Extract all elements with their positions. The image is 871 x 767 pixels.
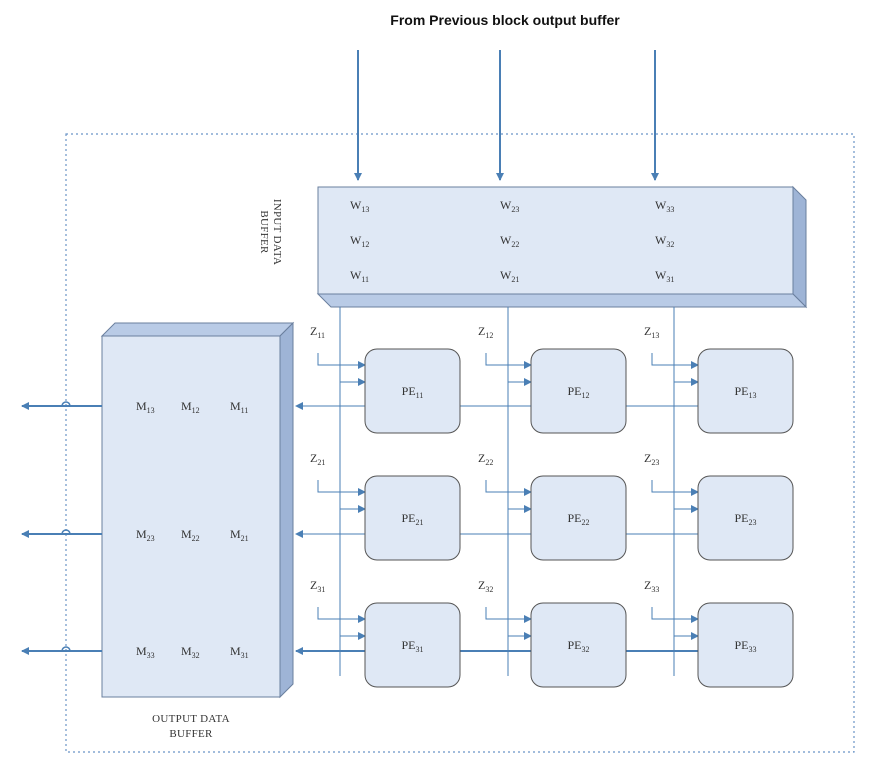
pe-32: PE32 — [530, 602, 627, 688]
weight-w11: W11 — [350, 268, 369, 284]
pe-label-21: PE21 — [401, 511, 423, 527]
border-hop-2 — [61, 529, 71, 535]
weight-w12: W12 — [350, 233, 369, 249]
weight-w23: W23 — [500, 198, 519, 214]
pe-input-z-23 — [651, 480, 699, 496]
pe-input-z-32 — [485, 607, 532, 623]
output-m32: M32 — [181, 644, 200, 660]
input-buffer-bottom — [316, 293, 808, 308]
output-buffer-side — [279, 321, 294, 699]
output-data-buffer — [100, 321, 295, 699]
z-label-32: Z32 — [478, 578, 493, 594]
pe-box-21 — [364, 475, 461, 561]
pe-11: PE11 — [364, 348, 461, 434]
pe-input-z-12 — [485, 353, 532, 369]
pe-box-32 — [530, 602, 627, 688]
pe-input-z-31 — [317, 607, 366, 623]
weight-w21: W21 — [500, 268, 519, 284]
output-buffer-label-line2: BUFFER — [169, 728, 213, 740]
pe-box-22 — [530, 475, 627, 561]
pe-21: PE21 — [364, 475, 461, 561]
pe-input-z-33 — [651, 607, 699, 623]
pe-box-12 — [530, 348, 627, 434]
pe-label-32: PE32 — [567, 638, 589, 654]
pe-input-z-13 — [651, 353, 699, 369]
pe-12: PE12 — [530, 348, 627, 434]
output-m11: M11 — [230, 399, 248, 415]
svg-text:INPUT DATA: INPUT DATA — [271, 199, 283, 265]
pe-label-33: PE33 — [734, 638, 756, 654]
z-label-33: Z33 — [644, 578, 659, 594]
weight-w31: W31 — [655, 268, 674, 284]
pe-box-23 — [697, 475, 794, 561]
z-label-31: Z31 — [310, 578, 325, 594]
pe-label-13: PE13 — [734, 384, 756, 400]
pe-23: PE23 — [697, 475, 794, 561]
pe-box-11 — [364, 348, 461, 434]
output-m12: M12 — [181, 399, 200, 415]
pe-box-13 — [697, 348, 794, 434]
pe-label-11: PE11 — [402, 384, 424, 400]
pe-31: PE31 — [364, 602, 461, 688]
pe-label-23: PE23 — [734, 511, 756, 527]
weight-w22: W22 — [500, 233, 519, 249]
pe-input-z-21 — [317, 480, 366, 496]
weight-w13: W13 — [350, 198, 369, 214]
output-buffer-face — [101, 335, 281, 698]
weight-w33: W33 — [655, 198, 674, 214]
z-label-21: Z21 — [310, 451, 325, 467]
output-m21: M21 — [230, 527, 249, 543]
diagram-title: From Previous block output buffer — [390, 12, 620, 28]
output-buffer-label-line1: OUTPUT DATA — [152, 713, 230, 725]
pe-box-31 — [364, 602, 461, 688]
z-label-23: Z23 — [644, 451, 659, 467]
system-boundary — [65, 133, 855, 753]
pe-22: PE22 — [530, 475, 627, 561]
pe-33: PE33 — [697, 602, 794, 688]
pe-input-z-11 — [317, 353, 366, 369]
input-buffer-face — [317, 186, 794, 295]
input-arrows — [354, 50, 659, 181]
z-label-12: Z12 — [478, 324, 493, 340]
input-data-buffer — [316, 185, 808, 309]
z-label-11: Z11 — [310, 324, 325, 340]
pe-label-31: PE31 — [401, 638, 423, 654]
output-m23: M23 — [136, 527, 155, 543]
output-m33: M33 — [136, 644, 155, 660]
output-buffer-top — [100, 322, 295, 337]
input-buffer-label: INPUT DATA BUFFER — [258, 199, 283, 265]
pe-box-33 — [697, 602, 794, 688]
wiring — [21, 307, 699, 676]
output-m22: M22 — [181, 527, 200, 543]
z-label-22: Z22 — [478, 451, 493, 467]
svg-text:BUFFER: BUFFER — [258, 210, 270, 254]
output-m31: M31 — [230, 644, 249, 660]
pe-input-z-22 — [485, 480, 532, 496]
output-m13: M13 — [136, 399, 155, 415]
pe-13: PE13 — [697, 348, 794, 434]
weight-w32: W32 — [655, 233, 674, 249]
border-hop-1 — [61, 401, 71, 407]
input-buffer-side — [792, 185, 807, 309]
z-label-13: Z13 — [644, 324, 659, 340]
pe-label-12: PE12 — [567, 384, 589, 400]
border-hop-3 — [61, 646, 71, 652]
pe-label-22: PE22 — [567, 511, 589, 527]
